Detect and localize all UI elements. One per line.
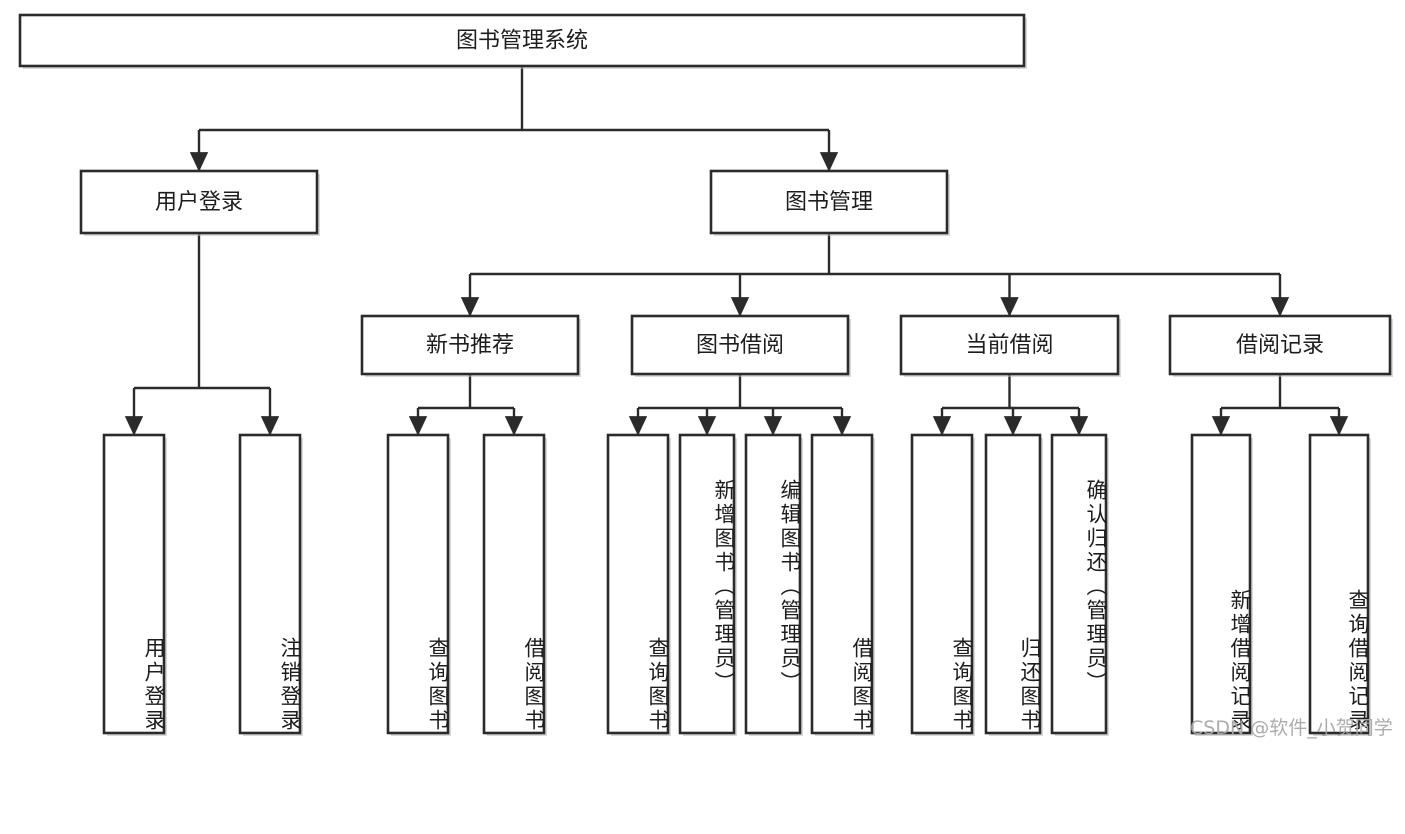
node-current-borrow[interactable] [899,314,1120,376]
node-leaf-query-borrow-record[interactable] [1308,433,1370,735]
node-book-borrow-label: 图书借阅 [696,333,784,358]
node-leaf-query-book-2[interactable] [606,433,670,735]
connectors-layer [124,66,1349,436]
node-current-borrow-label: 当前借阅 [965,333,1053,358]
node-root-label: 图书管理系统 [456,29,588,54]
csdn-watermark: CSDN @软件_小贺同学 [1190,717,1393,739]
node-leaf-query-book-3[interactable] [910,433,974,735]
node-borrow-record-label: 借阅记录 [1236,333,1324,358]
node-root[interactable] [18,13,1026,68]
boxes-layer [18,13,1393,736]
node-leaf-edit-book-admin[interactable] [744,433,802,735]
node-leaf-add-borrow-record[interactable] [1190,433,1252,735]
node-user-login[interactable] [79,169,319,235]
node-book-manage-label: 图书管理 [785,190,873,215]
node-leaf-borrow-book-2[interactable] [810,433,874,735]
node-new-book-recommend[interactable] [360,314,580,376]
node-leaf-add-book-admin[interactable] [678,433,736,735]
node-user-login-label: 用户登录 [155,190,243,215]
node-leaf-query-book-1[interactable] [386,433,450,735]
diagram-canvas: 图书管理系统用户登录图书管理新书推荐图书借阅当前借阅借阅记录 用户登录注销登录查… [18,13,1393,739]
node-leaf-logout-login[interactable] [238,433,302,735]
node-leaf-confirm-return-admin[interactable] [1050,433,1108,735]
node-leaf-borrow-book-1[interactable] [482,433,546,735]
node-book-borrow[interactable] [630,314,850,376]
node-leaf-return-book[interactable] [984,433,1042,735]
node-leaf-user-login[interactable] [102,433,166,735]
node-borrow-record[interactable] [1168,314,1392,376]
node-new-book-recommend-label: 新书推荐 [426,333,514,358]
node-book-manage[interactable] [709,169,949,235]
